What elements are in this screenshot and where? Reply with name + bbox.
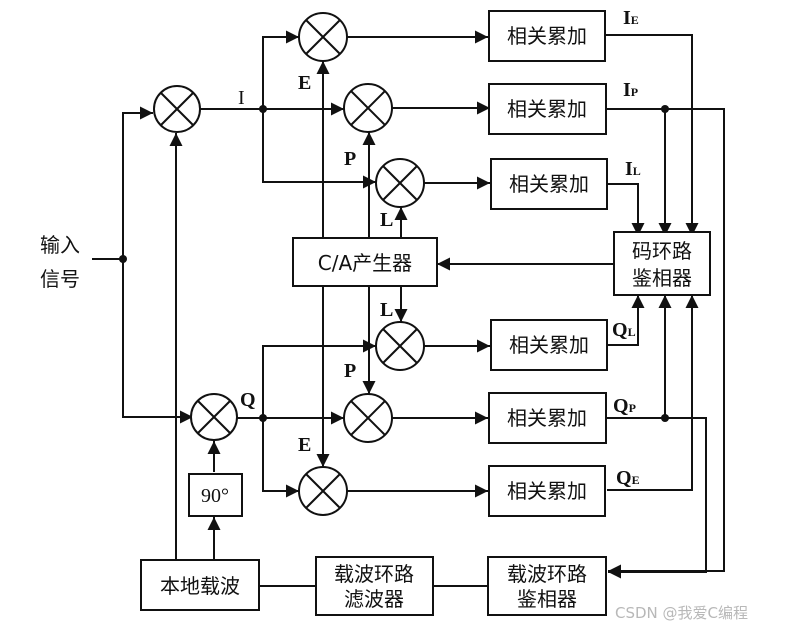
code-e-top-label: E [298, 72, 311, 94]
out-label-ql: QL [612, 319, 636, 341]
correlator-ql [490, 319, 608, 371]
correlator-ie-label: 相关累加 [507, 24, 587, 48]
signal-q-label: Q [240, 389, 256, 411]
correlator-ie [488, 10, 606, 62]
wire-qp-to-carrier-disc [607, 417, 707, 579]
watermark: CSDN @我爱C编程 [615, 604, 748, 622]
ca-generator-label: C/A产生器 [318, 251, 412, 275]
out-label-ie: IE [623, 7, 639, 29]
wire-i-to-l-mixer [262, 109, 376, 189]
wire-il-to-disc [607, 183, 645, 236]
correlator-qp [488, 392, 607, 444]
wire-input-to-q-mixer [122, 259, 193, 424]
ca-generator-block [292, 237, 438, 287]
code-p-bot-label: P [344, 360, 356, 382]
wire-input-to-i-mixer [122, 106, 153, 259]
mixer-il [375, 158, 425, 208]
wire-q-to-e-mixer [262, 418, 299, 498]
ip-junction [661, 105, 669, 113]
carrier-filter-label-2: 滤波器 [344, 587, 404, 611]
wires [92, 30, 725, 587]
out-label-qe: QE [616, 467, 640, 489]
input-label-line1: 输入 [40, 233, 80, 257]
correlator-blocks: 相关累加 相关累加 相关累加 相关累加 相关累加 相关累加 [488, 10, 608, 517]
wire-i-to-e-mixer [262, 30, 299, 109]
output-labels: IE IP IL QL QP QE [612, 7, 641, 489]
correlator-qe-label: 相关累加 [507, 479, 587, 503]
code-discriminator-block [613, 231, 711, 296]
correlator-qp-label: 相关累加 [507, 406, 587, 430]
correlator-ip [488, 83, 607, 135]
mixer-i [153, 85, 201, 133]
local-carrier-label: 本地载波 [160, 574, 240, 598]
carrier-filter-label-1: 载波环路 [334, 562, 414, 586]
code-l-bot-label: L [380, 299, 393, 321]
carrier-discriminator-block [487, 556, 607, 616]
input-label-line2: 信号 [40, 267, 80, 291]
carrier-discriminator-label-1: 载波环路 [507, 562, 587, 586]
correlator-qe [488, 465, 606, 517]
out-label-il: IL [625, 158, 641, 180]
correlator-il-label: 相关累加 [509, 172, 589, 196]
wire-ql-to-disc [607, 295, 645, 346]
phase-shift-block [188, 473, 243, 517]
mixer-q [190, 393, 238, 441]
carrier-filter-block [315, 556, 434, 616]
out-label-qp: QP [613, 395, 636, 417]
wire-qe-to-disc [607, 295, 699, 491]
signal-i-label: I [238, 87, 245, 109]
mixer-qe [298, 466, 348, 516]
wire-ie-to-disc [605, 34, 699, 236]
code-p-top-label: P [344, 148, 356, 170]
mixers [153, 12, 425, 516]
wire-q-to-l-mixer [262, 339, 376, 418]
mixer-ip [343, 83, 393, 133]
mixer-ql [375, 321, 425, 371]
phase-shift-label: 90° [201, 485, 229, 507]
code-discriminator-label-2: 鉴相器 [632, 266, 692, 290]
local-carrier-block [140, 559, 260, 611]
code-e-bot-label: E [298, 434, 311, 456]
code-l-top-label: L [380, 209, 393, 231]
out-label-ip: IP [623, 79, 638, 101]
correlator-ql-label: 相关累加 [509, 333, 589, 357]
carrier-discriminator-label-2: 鉴相器 [517, 587, 577, 611]
code-discriminator-label-1: 码环路 [632, 239, 692, 263]
mixer-qp [343, 393, 393, 443]
mixer-ie [298, 12, 348, 62]
correlator-il [490, 158, 608, 210]
correlator-ip-label: 相关累加 [507, 97, 587, 121]
